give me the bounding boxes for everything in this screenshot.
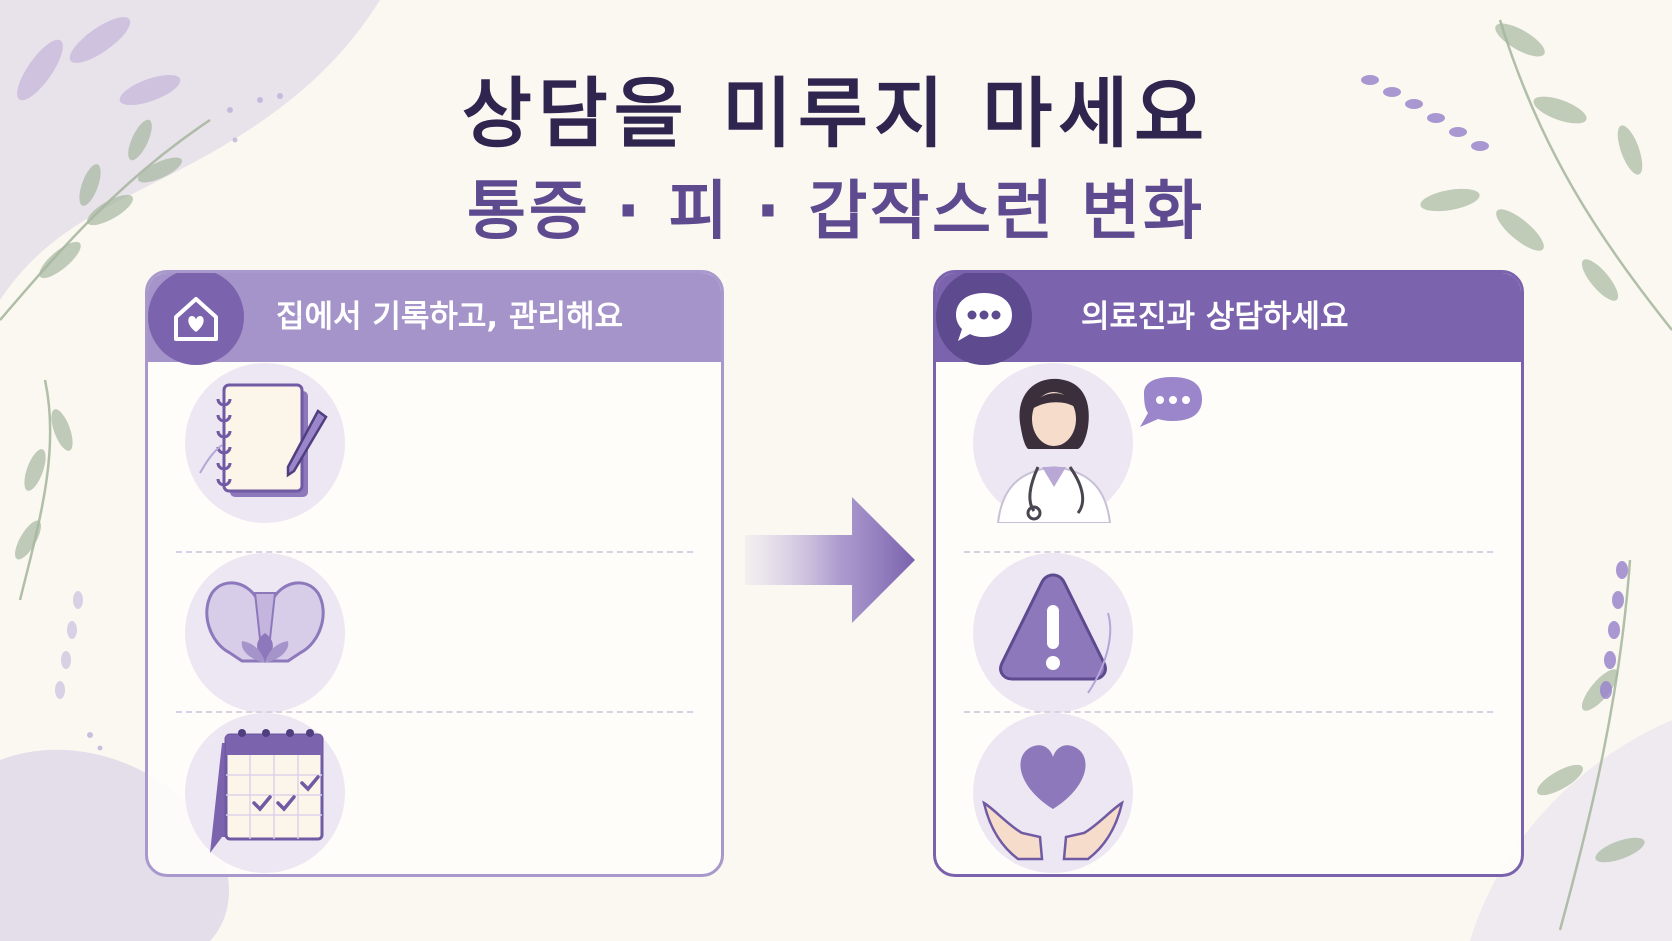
home-heart-icon xyxy=(148,273,244,365)
lavender-sprig-right xyxy=(1361,75,1628,699)
page-subtitle: 통증 · 피 · 갑작스런 변화 xyxy=(467,175,1205,249)
leaf-cluster-left xyxy=(15,119,183,560)
notebook-pen-icon xyxy=(185,363,345,523)
home-care-panel-header: 집에서 기록하고, 관리해요 xyxy=(148,273,721,365)
watercolor-wash-bottom-right xyxy=(1470,720,1672,941)
lavender-sprig-left xyxy=(55,591,83,699)
chat-bubble-icon xyxy=(936,273,1032,365)
home-care-panel-title: 집에서 기록하고, 관리해요 xyxy=(276,299,624,335)
doctor-chat-icon xyxy=(973,363,1202,523)
calendar-check-icon xyxy=(185,713,345,873)
consult-panel: 의료진과 상담하세요 xyxy=(933,270,1524,877)
leaf-cluster-top-left-purple xyxy=(17,17,181,106)
row-divider xyxy=(964,551,1493,553)
page-title: 상담을 미루지 마세요 xyxy=(461,69,1211,158)
row-divider xyxy=(176,711,693,713)
watercolor-wash-top-left xyxy=(0,0,380,300)
row-divider xyxy=(964,711,1493,713)
sparkle-dots xyxy=(87,93,283,751)
home-care-panel: 집에서 기록하고, 관리해요 xyxy=(145,270,724,877)
hands-heart-icon xyxy=(973,713,1133,873)
leaf-branch-right xyxy=(1498,19,1672,931)
consult-panel-title: 의료진과 상담하세요 xyxy=(1081,299,1349,335)
row-divider xyxy=(176,551,693,553)
pelvis-lotus-icon xyxy=(185,553,345,713)
leaf-cluster-right xyxy=(1420,23,1645,863)
consult-panel-header: 의료진과 상담하세요 xyxy=(936,273,1521,365)
flow-arrow xyxy=(745,497,915,623)
warning-icon xyxy=(973,553,1133,713)
